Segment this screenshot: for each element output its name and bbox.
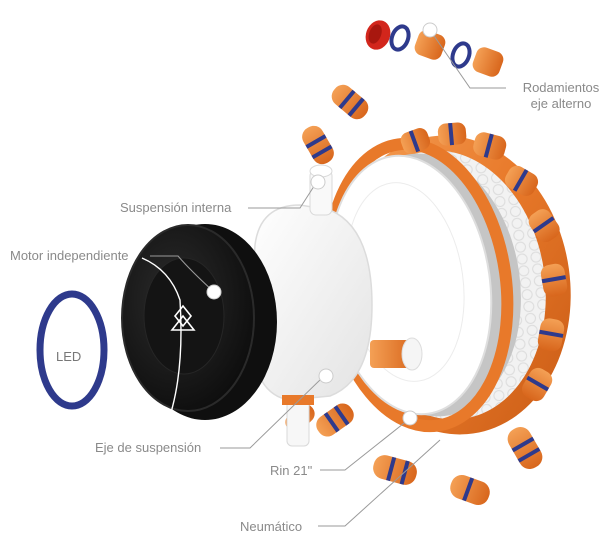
label-neumatico: Neumático — [240, 519, 303, 534]
motor — [121, 224, 277, 420]
label-led: LED — [56, 349, 82, 364]
label-rin: Rin 21" — [270, 463, 313, 478]
label-eje-de-suspension: Eje de suspensión — [95, 440, 202, 455]
label-motor-independiente: Motor independiente — [10, 248, 129, 263]
tire-cleats — [400, 122, 568, 402]
label-rodamientos-line2: eje alterno — [530, 96, 592, 111]
label-rodamientos: Rodamientos eje alterno — [511, 80, 611, 112]
suspension-hub — [249, 164, 373, 447]
leader-lines — [141, 22, 506, 527]
label-suspension-interna: Suspensión interna — [120, 200, 232, 215]
bearings-axis — [365, 20, 504, 77]
label-rodamientos-line1: Rodamientos — [522, 80, 600, 95]
axle-shaft — [370, 337, 423, 371]
led-ring — [36, 290, 108, 410]
